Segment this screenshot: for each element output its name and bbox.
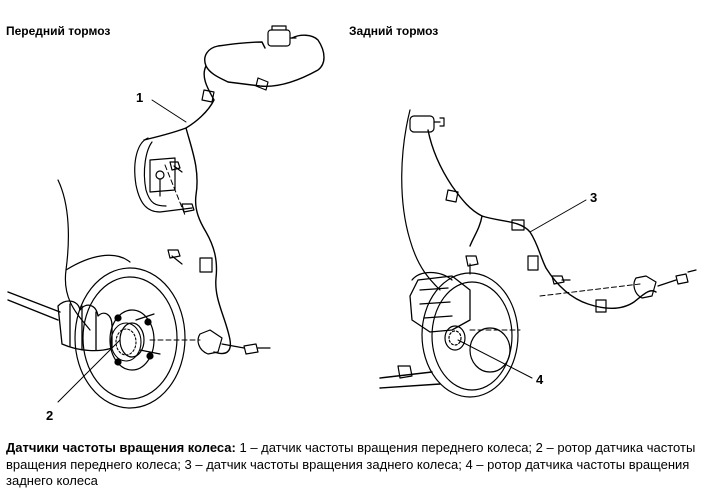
rear-brake-illustration	[379, 109, 697, 398]
front-brake-illustration	[7, 25, 325, 409]
front-sensor-rotor	[110, 322, 142, 362]
figure-caption: Датчики частоты вращения колеса: 1 – дат…	[6, 440, 702, 490]
front-connector	[267, 25, 297, 47]
brake-sensor-diagram	[7, 25, 697, 409]
leader-lines	[57, 99, 587, 403]
rear-sensor-rotor	[444, 325, 466, 351]
rear-sensor-wire	[427, 129, 657, 309]
caption-heading: Датчики частоты вращения колеса:	[6, 440, 236, 455]
callout-1: 1	[136, 90, 144, 105]
rear-connector	[409, 115, 445, 133]
rear-caliper	[409, 275, 471, 333]
callout-4: 4	[536, 372, 544, 387]
rear-sensor-head	[633, 269, 697, 299]
front-bolts	[167, 161, 195, 265]
callout-3: 3	[590, 190, 598, 205]
rear-brake-title: Задний тормоз	[349, 24, 439, 38]
caption-text: 1 – датчик частоты вращения переднего ко…	[6, 440, 696, 488]
front-sensor-wire	[143, 34, 325, 355]
callout-2: 2	[46, 408, 54, 423]
front-brake-disc	[74, 267, 186, 409]
cv-boot	[57, 300, 113, 352]
front-brake-title: Передний тормоз	[6, 24, 111, 38]
front-sensor-head	[197, 329, 271, 355]
